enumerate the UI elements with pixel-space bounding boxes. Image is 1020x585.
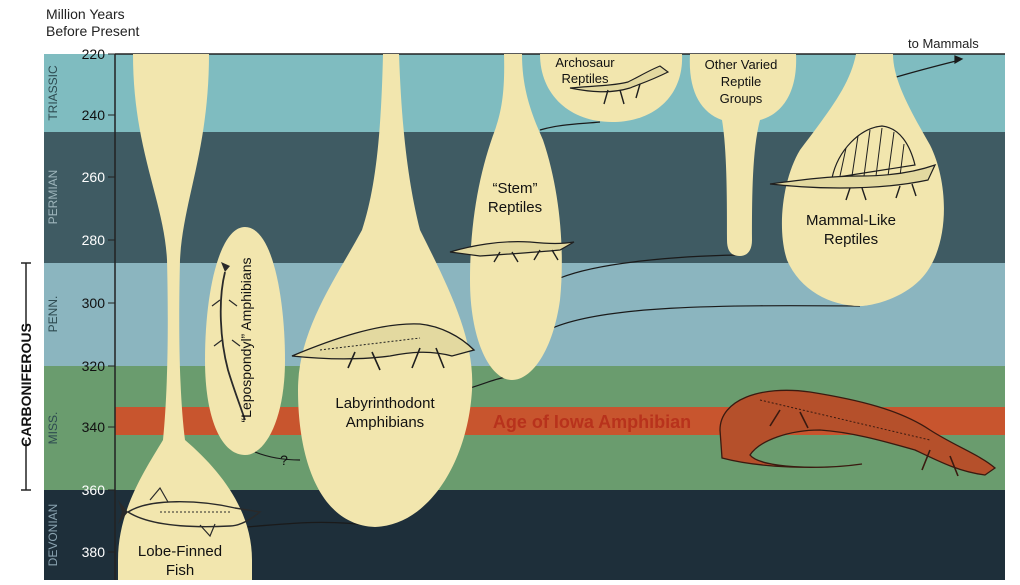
tick-label: 360 <box>82 482 106 498</box>
period-miss: MISS. <box>46 412 60 445</box>
tick-label: 260 <box>82 169 106 185</box>
tick-label: 380 <box>82 544 106 560</box>
tick-label: 340 <box>82 419 106 435</box>
to-mammals-label: to Mammals <box>908 36 979 51</box>
label-mammal-1: Mammal-Like <box>806 212 896 229</box>
tick-label: 280 <box>82 232 106 248</box>
label-other-3: Groups <box>720 91 763 106</box>
period-devonian: DEVONIAN <box>46 504 60 567</box>
period-penn: PENN. <box>46 296 60 333</box>
period-carboniferous: CARBONIFEROUS <box>18 323 34 447</box>
axis-title-line1: Million Years <box>46 6 125 22</box>
axis-title-line2: Before Present <box>46 23 139 39</box>
label-mammal-2: Reptiles <box>824 231 878 248</box>
label-archosaur-2: Reptiles <box>562 71 609 86</box>
label-lepospondyl: “Lepospondyl” Amphibians <box>238 258 254 423</box>
label-question: ? <box>280 452 288 468</box>
label-other-1: Other Varied <box>705 57 778 72</box>
carboniferous-bracket: CARBONIFEROUS <box>18 263 34 490</box>
tick-label: 220 <box>82 46 106 62</box>
age-band-label: Age of Iowa Amphibian <box>493 412 691 432</box>
label-fish-1: Lobe-Finned <box>138 543 222 560</box>
tick-label: 240 <box>82 107 106 123</box>
period-permian: PERMIAN <box>46 170 60 225</box>
label-laby-2: Amphibians <box>346 414 424 431</box>
label-stem-2: Reptiles <box>488 199 542 216</box>
tick-label: 300 <box>82 295 106 311</box>
period-triassic: TRIASSIC <box>46 65 60 121</box>
label-archosaur-1: Archosaur <box>555 55 615 70</box>
label-laby-1: Labyrinthodont <box>335 395 435 412</box>
label-stem-1: “Stem” <box>493 180 538 197</box>
label-fish-2: Fish <box>166 562 194 579</box>
label-other-2: Reptile <box>721 74 761 89</box>
tick-label: 320 <box>82 358 106 374</box>
